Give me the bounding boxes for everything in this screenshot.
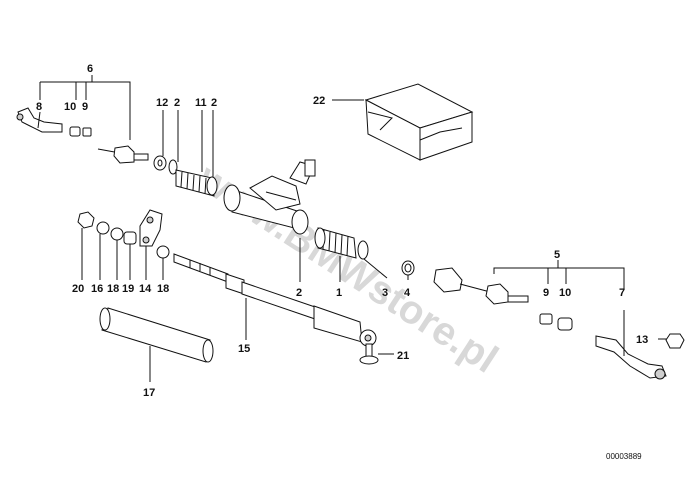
label-1: 1	[336, 287, 342, 299]
label-10: 10	[559, 287, 571, 299]
label-2: 2	[211, 97, 217, 109]
boot-right-group	[299, 227, 415, 282]
label-18: 18	[157, 283, 169, 295]
label-20: 20	[72, 283, 84, 295]
label-5: 5	[554, 249, 560, 261]
label-9: 9	[543, 287, 549, 299]
label-14: 14	[139, 283, 152, 295]
steering-rack	[173, 253, 377, 347]
part-labels: 6 8 10 9 12 2 11 2 22 20 16 18 19 14 18 …	[36, 63, 648, 461]
small-parts-group	[77, 209, 170, 280]
label-21: 21	[397, 350, 409, 362]
label-8: 8	[36, 101, 42, 113]
label-16: 16	[91, 283, 103, 295]
tie-rod-left-group	[16, 75, 149, 164]
reference-number: 00003889	[606, 452, 642, 461]
label-6: 6	[87, 63, 93, 75]
label-13: 13	[636, 334, 648, 346]
tube-17	[99, 307, 214, 382]
bolt-21	[359, 343, 394, 365]
label-17: 17	[143, 387, 155, 399]
label-3: 3	[382, 287, 388, 299]
label-22: 22	[313, 95, 325, 107]
label-12: 12	[156, 97, 168, 109]
repair-kit-box	[332, 83, 474, 161]
boot-left-group	[153, 110, 218, 197]
label-19: 19	[122, 283, 134, 295]
label-10: 10	[64, 101, 76, 113]
label-7: 7	[619, 287, 625, 299]
label-2: 2	[296, 287, 302, 299]
steering-rack-housing	[223, 159, 316, 235]
tie-rod-right-group	[433, 260, 685, 380]
label-2: 2	[174, 97, 180, 109]
label-4: 4	[404, 287, 411, 299]
label-15: 15	[238, 343, 250, 355]
label-18: 18	[107, 283, 119, 295]
label-9: 9	[82, 101, 88, 113]
label-11: 11	[195, 97, 207, 109]
